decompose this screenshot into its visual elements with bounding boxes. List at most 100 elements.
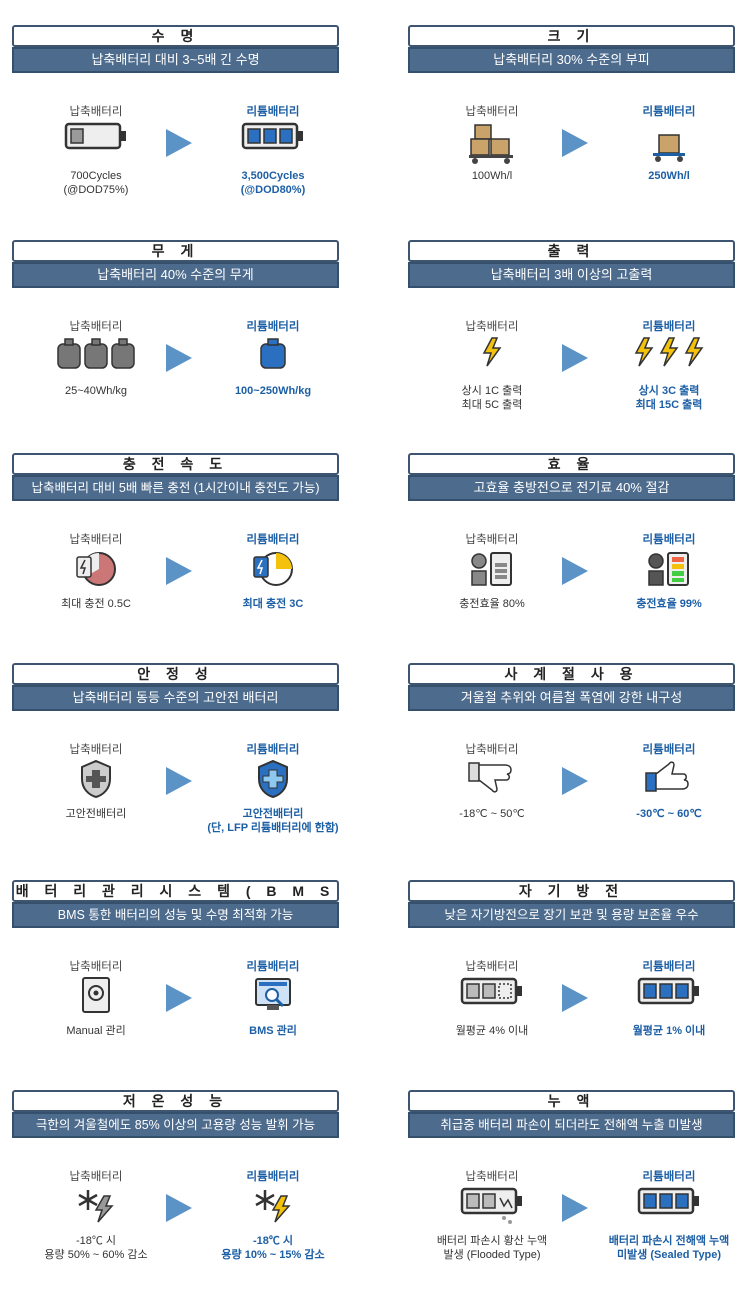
lithium-caption: 100~250Wh/kg xyxy=(234,385,312,397)
card-subtitle: 납축배터리 동등 수준의 고안전 배터리 xyxy=(12,685,339,711)
lithium-label: 리튬배터리 xyxy=(642,744,696,756)
lead-acid-caption: 최대 충전 0.5C xyxy=(61,598,131,610)
card-title: 배 터 리 관 리 시 스 템 ( B M S ) xyxy=(12,880,339,917)
triple-lightning-icon xyxy=(624,336,714,380)
arrow-right-icon xyxy=(562,984,588,1012)
snow-lightning-icon xyxy=(56,1186,136,1230)
lead-acid-label: 납축배터리 xyxy=(69,106,123,118)
lead-acid-caption: Manual 관리 xyxy=(66,1025,126,1037)
card-title: 저 온 성 능 xyxy=(12,1090,339,1112)
lead-acid-label: 납축배터리 xyxy=(69,321,123,333)
lithium-caption: BMS 관리 xyxy=(249,1025,297,1037)
card-subtitle: 극한의 겨울철에도 85% 이상의 고용량 성능 발휘 가능 xyxy=(12,1112,339,1138)
lithium-label: 리튬배터리 xyxy=(246,961,300,973)
thumbs-up-icon xyxy=(624,759,714,803)
shield-cross-blue-icon xyxy=(228,759,318,803)
battery-full-icon xyxy=(624,976,714,1020)
feature-card: 배 터 리 관 리 시 스 템 ( B M S )BMS 통한 배터리의 성능 … xyxy=(12,880,343,1080)
lead-acid-caption: -18℃ ~ 50℃ xyxy=(459,808,525,820)
card-subtitle: 고효율 충방전으로 전기료 40% 절감 xyxy=(408,475,735,501)
boxes-cart-icon xyxy=(452,121,532,165)
lithium-caption: -30℃ ~ 60℃ xyxy=(636,808,702,820)
lead-acid-caption: 충전효율 80% xyxy=(459,598,525,610)
box-cart-icon xyxy=(624,121,714,165)
arrow-right-icon xyxy=(562,129,588,157)
lithium-caption: 월평균 1% 이내 xyxy=(632,1025,706,1037)
lithium-label: 리튬배터리 xyxy=(642,961,696,973)
lithium-label: 리튬배터리 xyxy=(246,106,300,118)
lead-acid-label: 납축배터리 xyxy=(69,1171,123,1183)
battery-low-icon xyxy=(56,121,136,165)
efficiency-battery-full-icon xyxy=(624,549,714,593)
card-subtitle: 납축배터리 3배 이상의 고출력 xyxy=(408,262,735,288)
card-title: 효 율 xyxy=(408,453,735,475)
card-title: 누 액 xyxy=(408,1090,735,1112)
arrow-right-icon xyxy=(166,557,192,585)
lead-acid-caption: -18℃ 시 용량 50% ~ 60% 감소 xyxy=(44,1235,148,1261)
bms-monitor-icon xyxy=(228,976,318,1020)
arrow-right-icon xyxy=(166,984,192,1012)
arrow-right-icon xyxy=(562,767,588,795)
card-title: 자 기 방 전 xyxy=(408,880,735,902)
lead-acid-label: 납축배터리 xyxy=(465,1171,519,1183)
lead-acid-label: 납축배터리 xyxy=(69,961,123,973)
lead-acid-caption: 100Wh/l xyxy=(471,170,513,182)
card-title: 출 력 xyxy=(408,240,735,262)
lead-acid-label: 납축배터리 xyxy=(69,744,123,756)
arrow-right-icon xyxy=(166,344,192,372)
card-subtitle: 납축배터리 40% 수준의 무게 xyxy=(12,262,339,288)
battery-full-icon xyxy=(624,1186,714,1230)
lithium-label: 리튬배터리 xyxy=(642,534,696,546)
lead-acid-caption: 월평균 4% 이내 xyxy=(455,1025,529,1037)
lithium-label: 리튬배터리 xyxy=(246,744,300,756)
lead-acid-label: 납축배터리 xyxy=(69,534,123,546)
lead-acid-caption: 상시 1C 출력 최대 5C 출력 xyxy=(461,385,523,411)
card-title: 무 게 xyxy=(12,240,339,262)
lithium-caption: 고안전배터리 (단, LFP 리튬배터리에 한함) xyxy=(207,808,339,834)
lead-acid-label: 납축배터리 xyxy=(465,321,519,333)
weight-icon xyxy=(228,336,318,380)
arrow-right-icon xyxy=(166,1194,192,1222)
lithium-label: 리튬배터리 xyxy=(246,1171,300,1183)
card-subtitle: 납축배터리 대비 5배 빠른 충전 (1시간이내 충전도 가능) xyxy=(12,475,339,501)
battery-full-icon xyxy=(228,121,318,165)
lithium-label: 리튬배터리 xyxy=(642,106,696,118)
lithium-caption: 3,500Cycles (@DOD80%) xyxy=(240,170,306,196)
lithium-caption: 최대 충전 3C xyxy=(242,598,304,610)
lithium-caption: 250Wh/l xyxy=(648,170,690,182)
lead-acid-caption: 25~40Wh/kg xyxy=(64,385,128,397)
card-title: 사 계 절 사 용 xyxy=(408,663,735,685)
lithium-label: 리튬배터리 xyxy=(642,321,696,333)
card-title: 안 정 성 xyxy=(12,663,339,685)
lead-acid-caption: 700Cycles (@DOD75%) xyxy=(63,170,129,196)
card-title: 수 명 xyxy=(12,25,339,47)
charge-clock-fast-icon xyxy=(228,549,318,593)
lithium-caption: 배터리 파손시 전해액 누액 미발생 (Sealed Type) xyxy=(608,1235,730,1261)
charge-clock-icon xyxy=(56,549,136,593)
thumbs-down-icon xyxy=(452,759,532,803)
arrow-right-icon xyxy=(166,767,192,795)
card-subtitle: 납축배터리 30% 수준의 부피 xyxy=(408,47,735,73)
lead-acid-label: 납축배터리 xyxy=(465,744,519,756)
arrow-right-icon xyxy=(166,129,192,157)
lightning-icon xyxy=(452,336,532,380)
battery-discharge-icon xyxy=(452,976,532,1020)
card-title: 크 기 xyxy=(408,25,735,47)
manual-book-icon xyxy=(56,976,136,1020)
lithium-label: 리튬배터리 xyxy=(642,1171,696,1183)
lithium-label: 리튬배터리 xyxy=(246,534,300,546)
arrow-right-icon xyxy=(562,1194,588,1222)
card-subtitle: 낮은 자기방전으로 장기 보관 및 용량 보존율 우수 xyxy=(408,902,735,928)
card-subtitle: 납축배터리 대비 3~5배 긴 수명 xyxy=(12,47,339,73)
snow-lightning-blue-icon xyxy=(228,1186,318,1230)
lead-acid-caption: 배터리 파손시 황산 누액 발생 (Flooded Type) xyxy=(436,1235,548,1261)
